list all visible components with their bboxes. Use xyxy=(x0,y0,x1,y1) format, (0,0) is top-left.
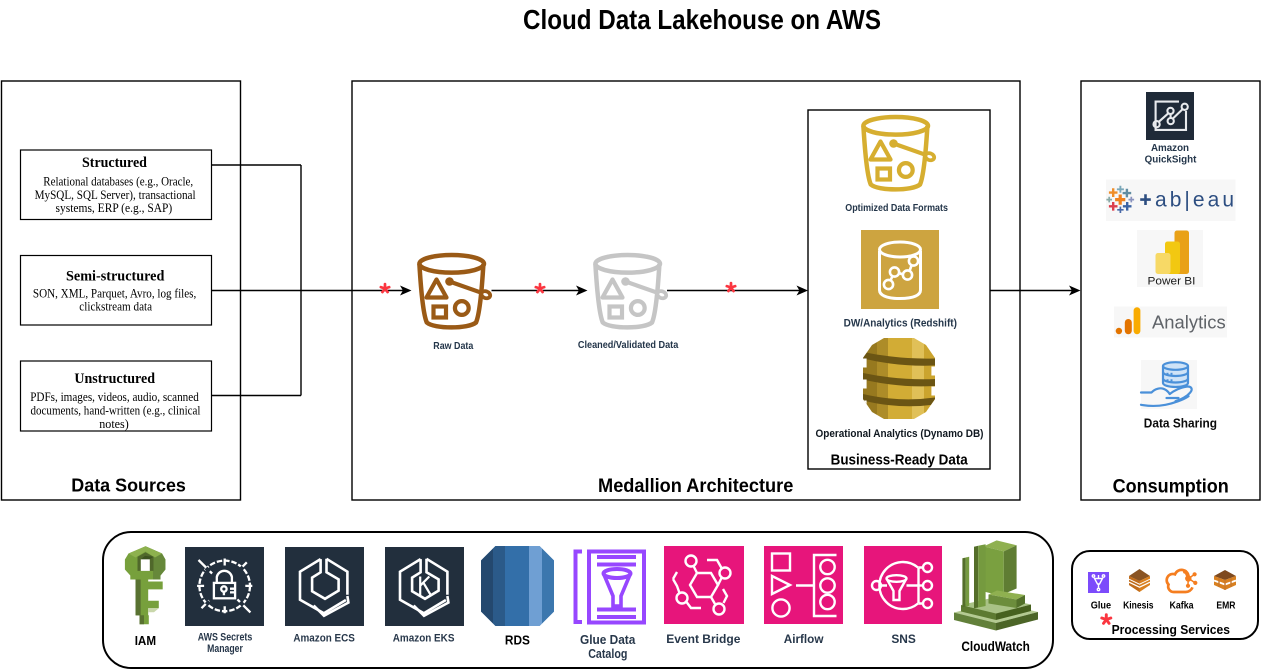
svg-text:Medallion Architecture: Medallion Architecture xyxy=(598,476,793,497)
svg-text:Catalog: Catalog xyxy=(588,647,627,661)
svg-text:Structured: Structured xyxy=(82,155,147,171)
svg-text:MySQL, SQL Server), transactio: MySQL, SQL Server), transactional xyxy=(35,188,197,202)
svg-text:Operational Analytics (Dynamo: Operational Analytics (Dynamo DB) xyxy=(816,428,984,440)
svg-text:notes): notes) xyxy=(99,417,129,431)
svg-text:Business-Ready Data: Business-Ready Data xyxy=(831,453,969,469)
svg-text:Glue: Glue xyxy=(1091,599,1111,611)
svg-text:Manager: Manager xyxy=(207,643,243,655)
svg-text:Data Sharing: Data Sharing xyxy=(1144,416,1217,431)
svg-text:CloudWatch: CloudWatch xyxy=(961,639,1029,654)
svg-text:AWS Secrets: AWS Secrets xyxy=(198,631,253,643)
svg-text:Unstructured: Unstructured xyxy=(74,371,155,387)
svg-text:SNS: SNS xyxy=(891,632,916,646)
svg-text:Amazon EKS: Amazon EKS xyxy=(393,633,455,645)
svg-text:Airflow: Airflow xyxy=(784,632,824,646)
svg-text:IAM: IAM xyxy=(135,633,156,648)
svg-text:Power BI: Power BI xyxy=(1148,275,1196,287)
svg-text:Analytics: Analytics xyxy=(1152,311,1226,332)
svg-text:QuickSight: QuickSight xyxy=(1145,154,1197,165)
svg-text:EMR: EMR xyxy=(1216,599,1235,611)
svg-text:Glue Data: Glue Data xyxy=(580,633,636,647)
svg-text:Optimized Data Formats: Optimized Data Formats xyxy=(845,203,948,214)
svg-text:DW/Analytics (Redshift): DW/Analytics (Redshift) xyxy=(844,317,958,329)
svg-text:documents, hand-written (e.g.,: documents, hand-written (e.g., clinical xyxy=(31,404,202,418)
svg-text:SON, XML, Parquet, Avro, log f: SON, XML, Parquet, Avro, log files, xyxy=(33,286,196,300)
svg-text:Data Sources: Data Sources xyxy=(71,476,186,497)
svg-text:systems, ERP (e.g., SAP): systems, ERP (e.g., SAP) xyxy=(56,201,173,215)
svg-text:ab|eau: ab|eau xyxy=(1155,189,1238,212)
svg-text:Cloud Data Lakehouse on AWS: Cloud Data Lakehouse on AWS xyxy=(523,4,881,35)
svg-text:Kinesis: Kinesis xyxy=(1123,599,1154,611)
svg-text:Event Bridge: Event Bridge xyxy=(666,632,741,646)
svg-text:Kafka: Kafka xyxy=(1169,599,1193,611)
svg-text:Amazon: Amazon xyxy=(1151,143,1189,154)
svg-text:Processing Services: Processing Services xyxy=(1112,622,1230,637)
svg-text:Raw Data: Raw Data xyxy=(433,341,473,352)
svg-text:Relational databases (e.g., Or: Relational databases (e.g., Oracle, xyxy=(43,175,193,189)
svg-text:Semi-structured: Semi-structured xyxy=(66,269,164,285)
svg-text:Cleaned/Validated Data: Cleaned/Validated Data xyxy=(578,340,679,351)
svg-text:PDFs, images, videos, audio, s: PDFs, images, videos, audio, scanned xyxy=(30,390,199,404)
svg-text:clickstream data: clickstream data xyxy=(79,300,152,314)
svg-text:Consumption: Consumption xyxy=(1113,475,1229,497)
svg-text:RDS: RDS xyxy=(505,634,530,648)
svg-text:Amazon ECS: Amazon ECS xyxy=(293,633,354,645)
